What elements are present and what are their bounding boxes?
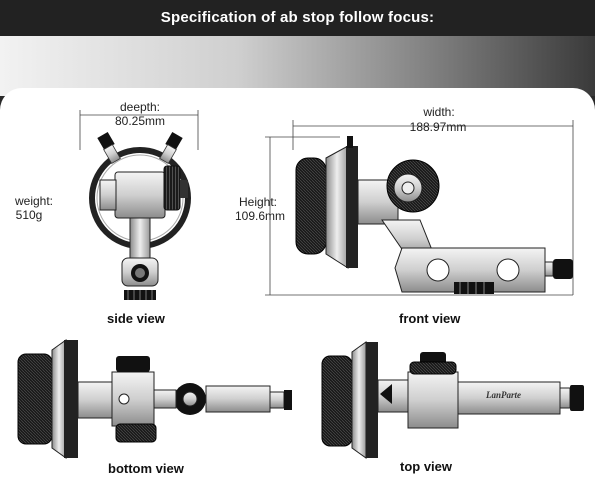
brand-engraving: LanParte (486, 390, 521, 400)
depth-label: deepth: (119, 100, 161, 114)
width-label: width: (423, 105, 455, 119)
side-view-drawing (79, 110, 199, 300)
page-title: Specification of ab stop follow focus: (160, 9, 435, 26)
width-value: 188.97mm (409, 120, 467, 134)
title-banner: Specification of ab stop follow focus: (0, 0, 595, 36)
top-view-drawing (321, 341, 584, 459)
bottom-view-caption: bottom view (108, 461, 184, 476)
front-view-caption: front view (399, 311, 461, 326)
weight-value: 510g (15, 208, 43, 222)
top-view-caption: top view (400, 459, 453, 474)
front-view-drawing (265, 120, 574, 296)
gradient-band (0, 36, 595, 96)
bottom-view-drawing (17, 339, 292, 459)
height-value: 109.6mm (234, 209, 286, 223)
side-view-caption: side view (107, 311, 165, 326)
height-label: Height: (238, 195, 278, 209)
depth-value: 80.25mm (114, 114, 166, 128)
weight-label: weight: (14, 194, 54, 208)
